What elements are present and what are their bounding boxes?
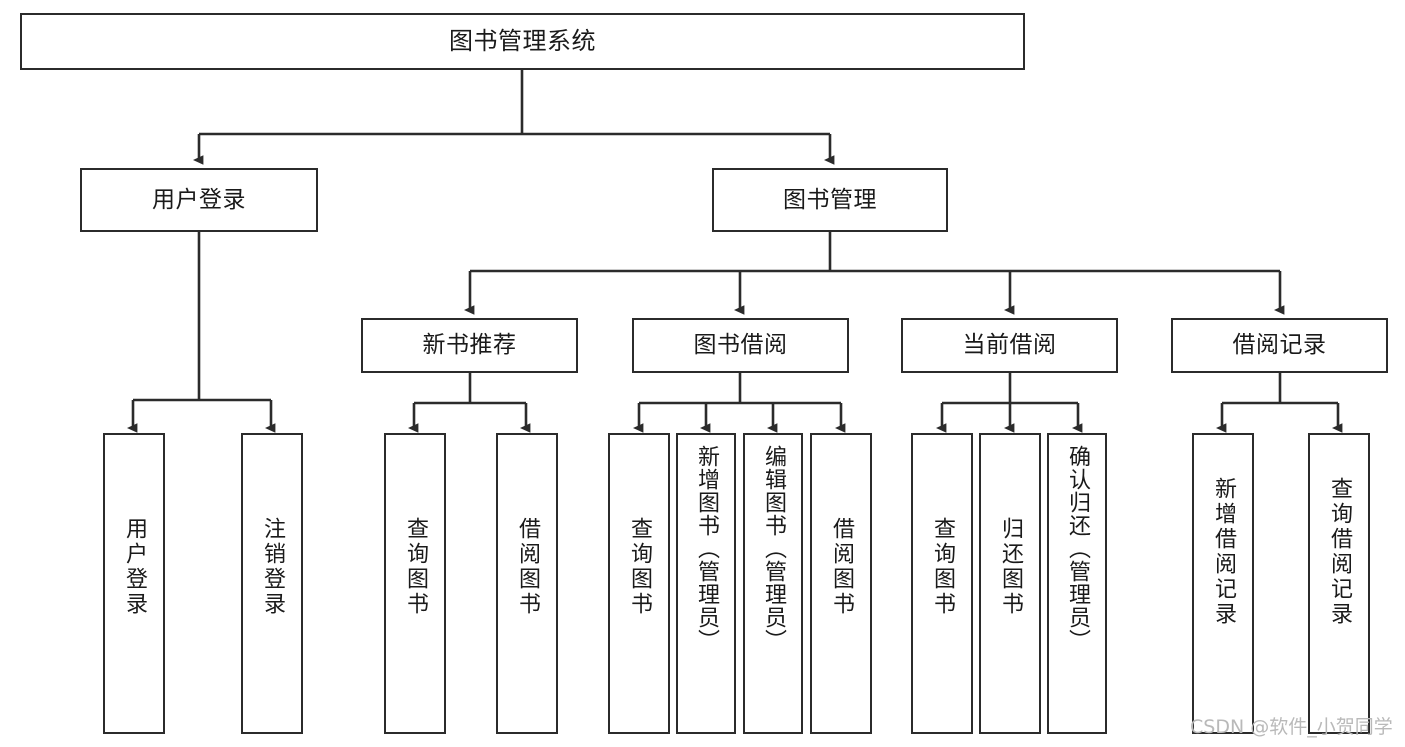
node-user-login-label: 用户登录 xyxy=(152,186,246,213)
node-new-book-rec-label: 新书推荐 xyxy=(422,332,517,359)
node-current-borrow[interactable]: 当前借阅 xyxy=(901,318,1118,373)
node-user-login[interactable]: 用户登录 xyxy=(80,168,318,232)
node-leaf-user-login-label: 用户登录 xyxy=(122,517,147,617)
node-leaf-cb-confirm[interactable]: 确认归还（管理员） xyxy=(1047,433,1107,734)
node-leaf-rec-borrow[interactable]: 借阅图书 xyxy=(496,433,558,734)
node-leaf-user-logout[interactable]: 注销登录 xyxy=(241,433,303,734)
node-leaf-cb-confirm-label: 确认归还（管理员） xyxy=(1065,445,1090,652)
node-leaf-cb-query[interactable]: 查询图书 xyxy=(911,433,973,734)
node-new-book-rec[interactable]: 新书推荐 xyxy=(361,318,578,373)
node-leaf-cb-query-label: 查询图书 xyxy=(930,517,955,617)
node-borrow-record-label: 借阅记录 xyxy=(1232,332,1327,359)
node-leaf-rec-borrow-label: 借阅图书 xyxy=(515,517,540,617)
node-leaf-rec-query-label: 查询图书 xyxy=(403,517,428,617)
node-leaf-cb-return[interactable]: 归还图书 xyxy=(979,433,1041,734)
node-leaf-bb-borrow[interactable]: 借阅图书 xyxy=(810,433,872,734)
node-leaf-bb-borrow-label: 借阅图书 xyxy=(829,517,854,617)
node-root-label: 图书管理系统 xyxy=(449,26,596,55)
node-leaf-cb-return-label: 归还图书 xyxy=(998,517,1023,617)
node-book-manage[interactable]: 图书管理 xyxy=(712,168,948,232)
node-root[interactable]: 图书管理系统 xyxy=(20,13,1025,70)
node-leaf-bb-add-label: 新增图书（管理员） xyxy=(694,445,719,652)
node-borrow-record[interactable]: 借阅记录 xyxy=(1171,318,1388,373)
csdn-watermark: CSDN @软件_小贺同学 xyxy=(1190,716,1393,738)
node-leaf-br-add-label: 新增借阅记录 xyxy=(1211,477,1236,627)
node-leaf-rec-query[interactable]: 查询图书 xyxy=(384,433,446,734)
node-leaf-bb-add[interactable]: 新增图书（管理员） xyxy=(676,433,736,734)
node-leaf-bb-edit[interactable]: 编辑图书（管理员） xyxy=(743,433,803,734)
node-leaf-br-query[interactable]: 查询借阅记录 xyxy=(1308,433,1370,734)
node-leaf-bb-edit-label: 编辑图书（管理员） xyxy=(761,445,786,652)
node-leaf-bb-query[interactable]: 查询图书 xyxy=(608,433,670,734)
node-book-manage-label: 图书管理 xyxy=(783,186,877,213)
node-current-borrow-label: 当前借阅 xyxy=(962,332,1057,359)
node-leaf-br-add[interactable]: 新增借阅记录 xyxy=(1192,433,1254,734)
node-book-borrow-label: 图书借阅 xyxy=(693,332,788,359)
node-book-borrow[interactable]: 图书借阅 xyxy=(632,318,849,373)
node-leaf-bb-query-label: 查询图书 xyxy=(627,517,652,617)
node-leaf-user-logout-label: 注销登录 xyxy=(260,517,285,617)
node-leaf-br-query-label: 查询借阅记录 xyxy=(1327,477,1352,627)
node-leaf-user-login[interactable]: 用户登录 xyxy=(103,433,165,734)
